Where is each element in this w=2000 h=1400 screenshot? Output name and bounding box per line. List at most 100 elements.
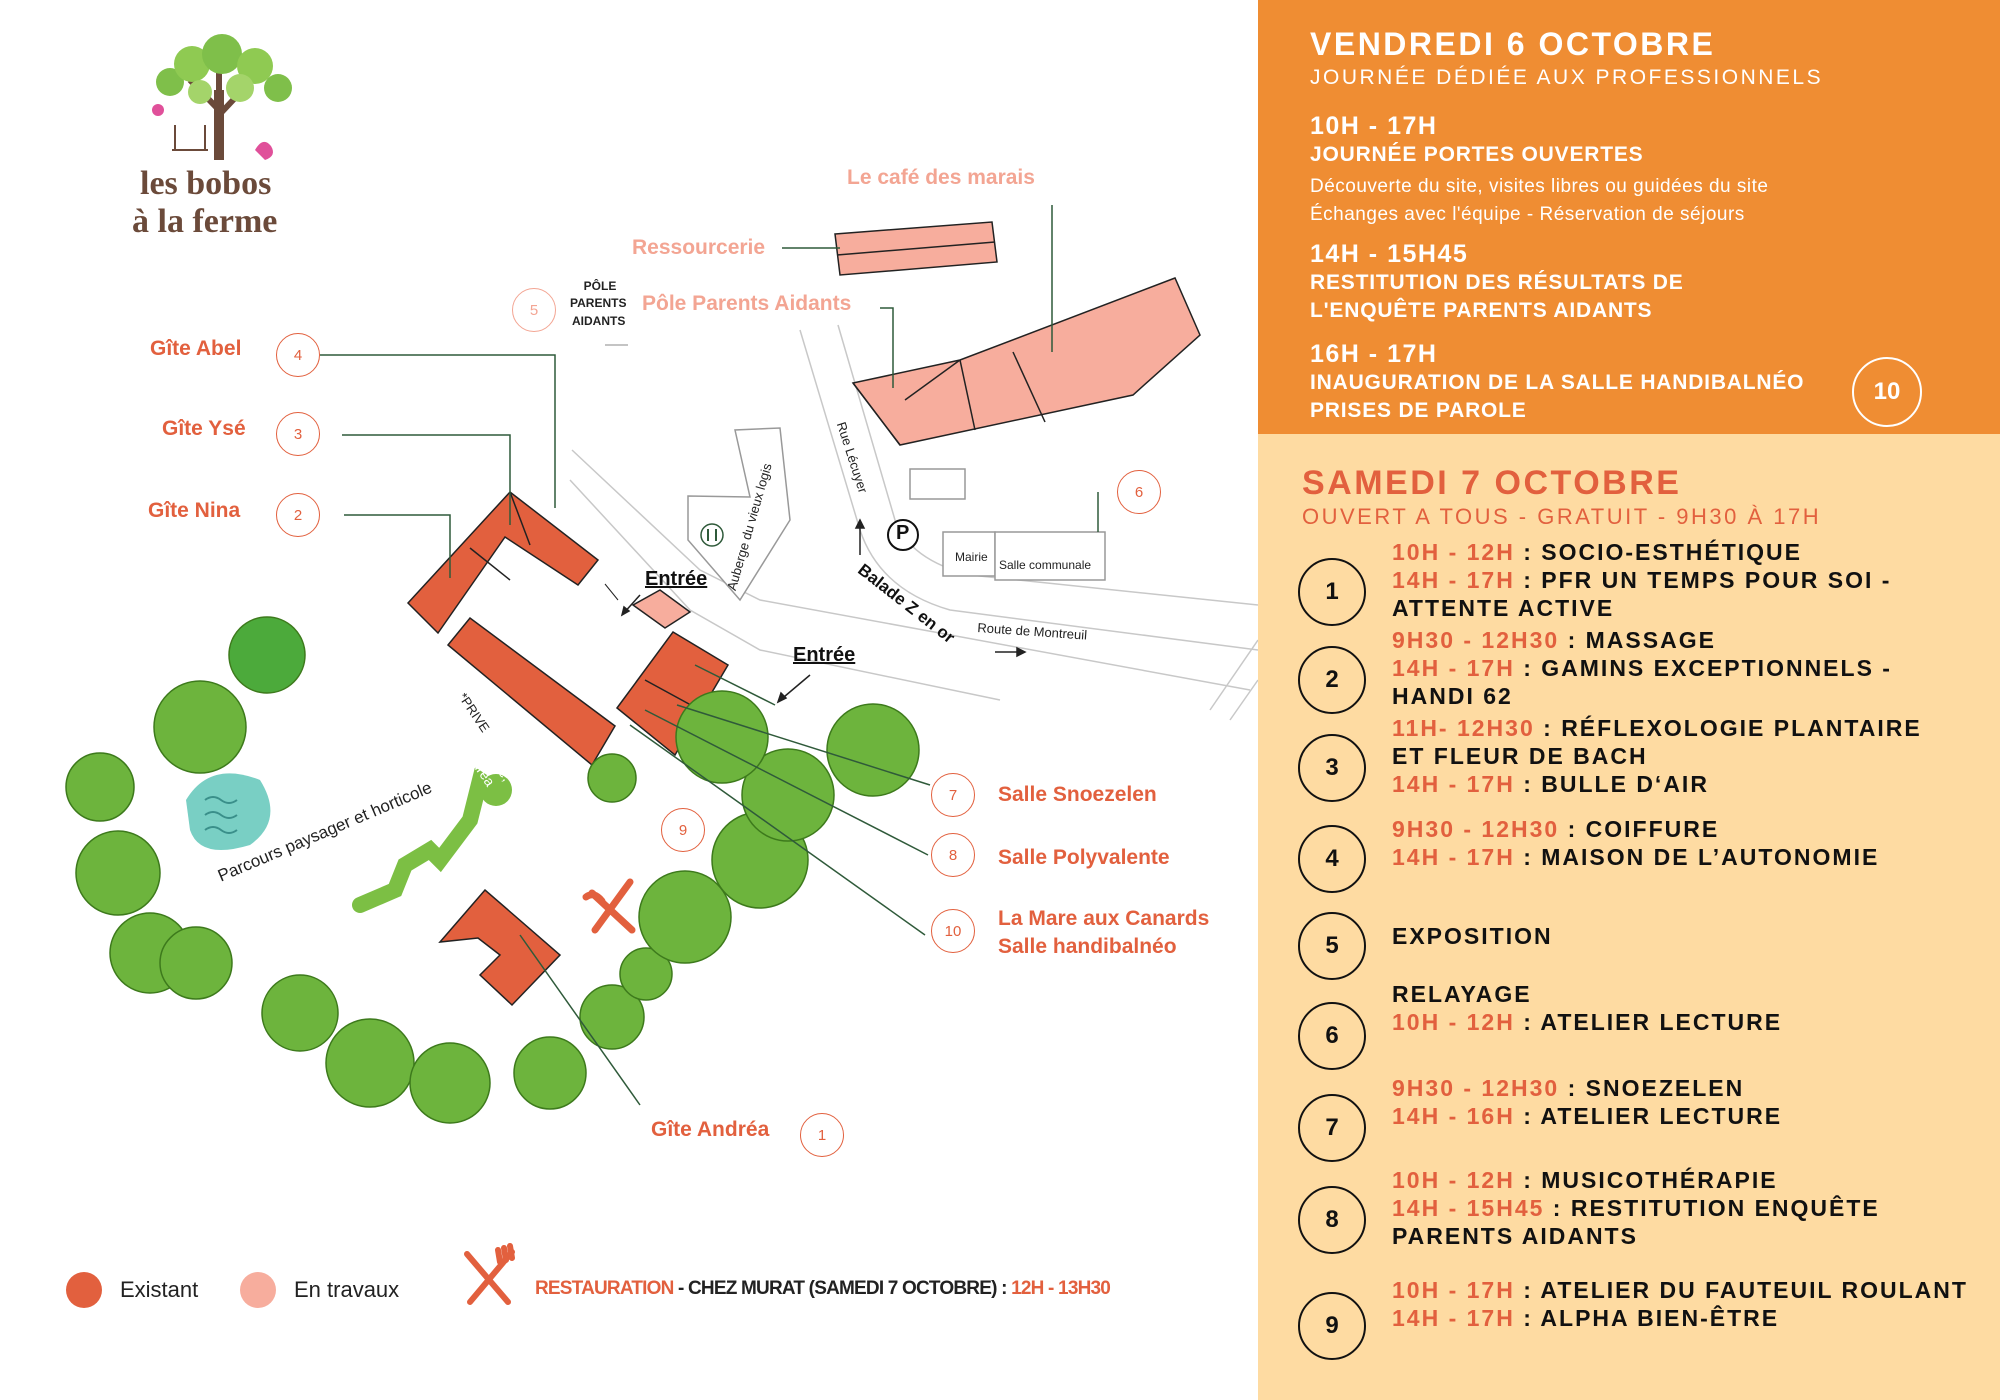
- saturday-line: 10H - 12H : SOCIO-ESTHÉTIQUE: [1392, 538, 1977, 566]
- friday-event-3-head-2: PRISES DE PAROLE: [1310, 399, 1527, 422]
- saturday-line-time: 9H30 - 12H30: [1392, 816, 1560, 842]
- friday-event-1: 10H - 17H JOURNÉE PORTES OUVERTES Découv…: [1310, 112, 1768, 229]
- site-map: les bobos à la ferme Le café des marais …: [65, 34, 1258, 1308]
- saturday-line-text: EXPOSITION: [1392, 923, 1553, 949]
- saturday-line: 14H - 16H : ATELIER LECTURE: [1392, 1102, 1977, 1130]
- legend-en-travaux: En travaux: [240, 1272, 399, 1308]
- callout-lines: [320, 205, 1053, 1106]
- legend-existant-dot: [66, 1272, 102, 1308]
- map-drawing: [65, 34, 1258, 1305]
- label-salle-polyvalente: Salle Polyvalente: [998, 846, 1170, 869]
- friday-event-1-time: 10H - 17H: [1310, 112, 1438, 140]
- label-gite-abel: Gîte Abel: [150, 337, 242, 360]
- saturday-line: 14H - 17H : BULLE D‘AIR: [1392, 770, 1977, 798]
- legend-fork-knife-icon: [464, 1243, 515, 1305]
- saturday-line: 14H - 17H : PFR UN TEMPS POUR SOI -: [1392, 566, 1977, 594]
- friday-event-3: 16H - 17H INAUGURATION DE LA SALLE HANDI…: [1310, 340, 1804, 425]
- arrow-icons: [604, 518, 1027, 704]
- saturday-line-text: : ALPHA BIEN-ÊTRE: [1514, 1305, 1780, 1331]
- label-entree-1: Entrée: [645, 568, 708, 590]
- saturday-line: EXPOSITION: [1392, 922, 1977, 950]
- parking-icon: [887, 519, 919, 551]
- saturday-line-text: : SNOEZELEN: [1559, 1075, 1745, 1101]
- trees: [65, 616, 920, 1124]
- map-marker-5: 5: [512, 288, 556, 332]
- saturday-line-time: 9H30 - 12H30: [1392, 627, 1560, 653]
- map-marker-8: 8: [931, 833, 975, 877]
- label-entree-2: Entrée: [793, 644, 856, 666]
- map-marker-9: 9: [661, 808, 705, 852]
- friday-event-3-head-1: INAUGURATION DE LA SALLE HANDIBALNÉO: [1310, 371, 1805, 394]
- saturday-title: SAMEDI 7 OCTOBRE: [1302, 464, 1682, 502]
- buildings-outline: [687, 427, 1106, 602]
- friday-event-2-time: 14H - 15H45: [1310, 240, 1469, 268]
- saturday-row-number: 2: [1298, 646, 1366, 714]
- label-mairie: Mairie: [955, 550, 988, 564]
- saturday-panel: SAMEDI 7 OCTOBRE OUVERT A TOUS - GRATUIT…: [1258, 434, 2000, 1400]
- parking-label: P: [896, 522, 910, 544]
- friday-event-1-head: JOURNÉE PORTES OUVERTES: [1310, 143, 1644, 166]
- saturday-row-number: 4: [1298, 825, 1366, 893]
- legend-en-travaux-label: En travaux: [294, 1277, 400, 1302]
- saturday-line: HANDI 62: [1392, 682, 1977, 710]
- saturday-row-lines: EXPOSITION: [1392, 922, 1977, 950]
- legend-restauration: RESTAURATION - CHEZ MURAT (SAMEDI 7 OCTO…: [535, 1278, 1111, 1300]
- map-marker-3: 3: [276, 412, 320, 456]
- saturday-line-time: 14H - 17H: [1392, 655, 1515, 681]
- map-marker-4: 4: [276, 333, 320, 377]
- saturday-line-text: PARENTS AIDANTS: [1392, 1223, 1638, 1249]
- label-salle-handibalneo: Salle handibalnéo: [998, 935, 1177, 958]
- map-marker-2: 2: [276, 493, 320, 537]
- saturday-line: 14H - 15H45 : RESTITUTION ENQUÊTE: [1392, 1194, 1977, 1222]
- saturday-line-text: : GAMINS EXCEPTIONNELS -: [1514, 655, 1892, 681]
- saturday-line-text: : ATELIER LECTURE: [1514, 1103, 1783, 1129]
- saturday-line-text: : ATELIER DU FAUTEUIL ROULANT: [1514, 1277, 1968, 1303]
- saturday-row-number: 5: [1298, 912, 1366, 980]
- label-pole-small: PÔLE: [582, 278, 618, 295]
- saturday-line-time: 9H30 - 12H30: [1392, 1075, 1560, 1101]
- saturday-line: ET FLEUR DE BACH: [1392, 742, 1977, 770]
- saturday-line-text: RELAYAGE: [1392, 981, 1532, 1007]
- legend-restauration-word: RESTAURATION: [535, 1278, 674, 1299]
- map-marker-1: 1: [800, 1113, 844, 1157]
- saturday-row-number: 7: [1298, 1094, 1366, 1162]
- saturday-line: 10H - 12H : MUSICOTHÉRAPIE: [1392, 1166, 1977, 1194]
- pond-waves: [204, 796, 238, 834]
- logo-line2: à la ferme: [132, 203, 278, 240]
- pole-small-line-1: PÔLE: [583, 279, 617, 293]
- label-ressourcerie: Ressourcerie: [632, 236, 766, 259]
- buildings-existant: [406, 490, 730, 1007]
- logo-tree-icon: [152, 34, 292, 160]
- restaurant-icon: [700, 523, 724, 547]
- saturday-line-time: 10H - 12H: [1392, 539, 1515, 565]
- saturday-line-time: 14H - 17H: [1392, 771, 1515, 797]
- map-marker-6: 6: [1117, 470, 1161, 514]
- saturday-line-text: : PFR UN TEMPS POUR SOI -: [1514, 567, 1892, 593]
- fork-knife-icon: [582, 878, 636, 934]
- legend-existant: Existant: [66, 1272, 198, 1308]
- legend-horaire: 12H - 13H30: [1011, 1278, 1111, 1299]
- saturday-row-5: 5 EXPOSITION: [1298, 912, 1978, 982]
- saturday-line-text: : COIFFURE: [1559, 816, 1720, 842]
- label-mare-aux-canards: La Mare aux Canards: [998, 907, 1210, 930]
- saturday-row-number: 6: [1298, 1002, 1366, 1070]
- saturday-row-number: 3: [1298, 734, 1366, 802]
- saturday-row-number: 8: [1298, 1186, 1366, 1254]
- saturday-line-text: : RÉFLEXOLOGIE PLANTAIRE: [1534, 715, 1922, 741]
- saturday-line-text: : ATELIER LECTURE: [1514, 1009, 1783, 1035]
- saturday-line: 9H30 - 12H30 : SNOEZELEN: [1392, 1074, 1977, 1102]
- friday-event-2-head-1: RESTITUTION DES RÉSULTATS DE: [1310, 271, 1684, 294]
- friday-event-3-time: 16H - 17H: [1310, 340, 1438, 368]
- saturday-line-text: : SOCIO-ESTHÉTIQUE: [1514, 539, 1803, 565]
- saturday-line-text: : BULLE D‘AIR: [1514, 771, 1709, 797]
